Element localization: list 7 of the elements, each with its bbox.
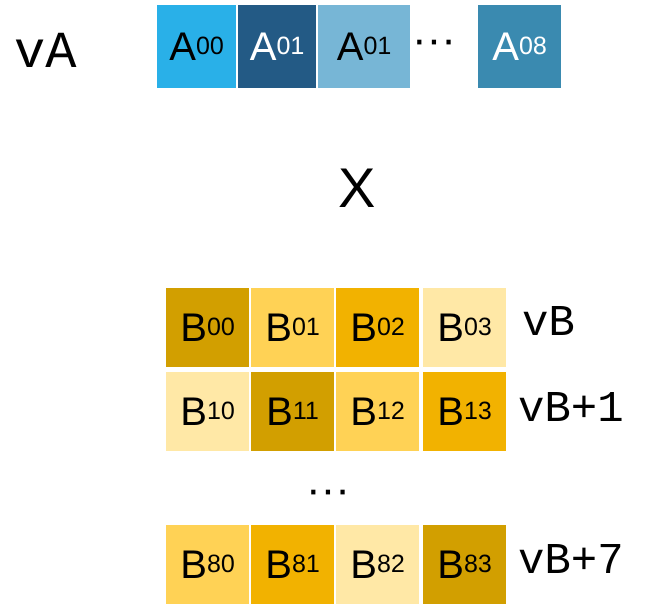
ellipsis: ··· [306, 468, 350, 512]
multiply-sign: X [338, 160, 376, 216]
vector-label: vB [522, 302, 575, 346]
ellipsis: ··· [412, 18, 456, 62]
vector-label: vA [14, 28, 76, 80]
vector-label: vB+7 [518, 540, 624, 584]
vector-label: vB+1 [518, 388, 624, 432]
